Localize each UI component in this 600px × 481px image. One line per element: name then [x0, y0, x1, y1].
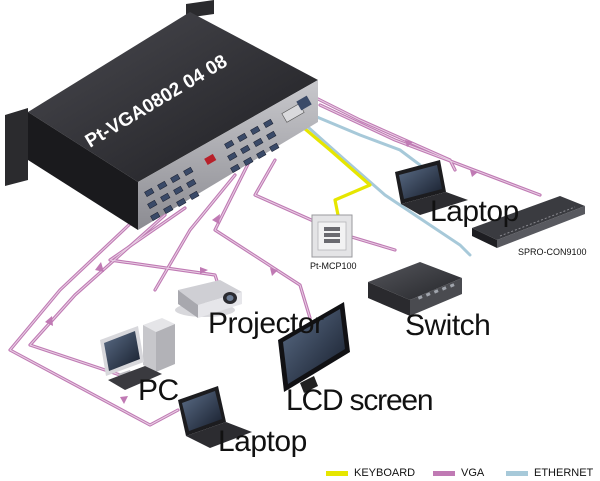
lcd-label: LCD screen — [286, 384, 434, 417]
spro-label: SPRO-CON9100 — [518, 247, 587, 257]
laptop-bottom-label: Laptop — [218, 425, 307, 458]
projector-icon — [175, 280, 242, 318]
laptop-bottom-icon — [178, 386, 252, 448]
legend-item-keyboard: KEYBOARD — [326, 466, 415, 480]
switch-label: Switch — [405, 309, 491, 342]
legend-swatch-vga — [433, 470, 455, 476]
laptop-right-icon — [395, 160, 468, 215]
legend-label-vga: VGA — [461, 467, 485, 479]
spro-con9100-icon — [472, 196, 585, 248]
pc-icon — [100, 318, 175, 390]
vga-cables — [8, 93, 542, 427]
lcd-screen-icon — [278, 302, 350, 393]
legend-label-ethernet: ETHERNET — [534, 467, 594, 479]
legend-item-ethernet: ETHERNET — [506, 466, 593, 480]
ethernet-cables — [298, 110, 472, 257]
matrix-switcher — [5, 0, 318, 230]
laptop-right-label: Laptop — [430, 195, 519, 228]
legend-label-keyboard: KEYBOARD — [354, 467, 416, 479]
legend-item-vga: VGA — [433, 466, 484, 480]
pc-label: PC — [138, 374, 179, 407]
legend-swatch-keyboard — [326, 470, 348, 476]
mcp-label: Pt-MCP100 — [310, 261, 357, 271]
mcp100-icon — [311, 214, 353, 258]
projector-label: Projector — [208, 307, 324, 340]
network-switch-icon — [368, 262, 462, 316]
legend-swatch-ethernet — [506, 470, 528, 476]
keyboard-cable — [290, 116, 372, 227]
